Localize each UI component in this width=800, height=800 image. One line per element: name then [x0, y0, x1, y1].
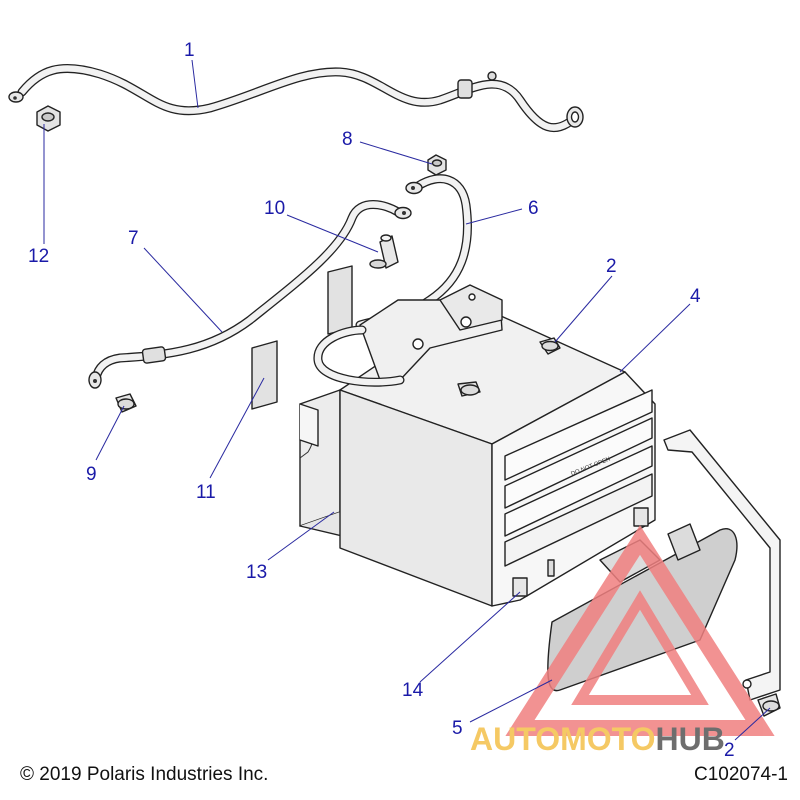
callout-13: 13 [246, 562, 267, 583]
callout-14: 14 [402, 680, 424, 701]
callout-2-top: 2 [606, 256, 617, 277]
part-9-bolt [115, 393, 137, 413]
part-2-bolt-bottom [757, 693, 781, 717]
callout-5: 5 [452, 718, 463, 739]
watermark-text: AUTOMOTOHUB [470, 721, 725, 757]
hold-down-bracket [313, 284, 503, 387]
callout-6: 6 [528, 198, 539, 219]
callout-8: 8 [342, 129, 353, 150]
part-7-cable [88, 200, 412, 389]
part-10-fastener [369, 234, 399, 269]
leader-lines [43, 59, 771, 741]
part-4-battery: DO NOT OPEN [339, 301, 656, 607]
part-12-nut [36, 105, 61, 132]
callout-12: 12 [28, 246, 49, 267]
callout-4: 4 [690, 286, 701, 307]
callout-2-bottom: 2 [724, 740, 735, 761]
callout-11: 11 [196, 482, 216, 503]
callout-10: 10 [264, 198, 285, 219]
figure-id: C102074-1 [693, 764, 788, 785]
callout-7: 7 [128, 228, 139, 249]
watermark-logo: AUTOMOTOHUB [470, 525, 775, 757]
part-2-bolt-center [457, 381, 481, 397]
part-11-pad [251, 265, 353, 410]
callout-1: 1 [184, 40, 195, 61]
side-strap [663, 429, 781, 701]
callout-9: 9 [86, 464, 97, 485]
part-8-nut [427, 154, 447, 176]
callout-labels: 1 2 2 4 5 6 7 8 9 10 11 12 13 14 [28, 40, 735, 761]
copyright-text: © 2019 Polaris Industries Inc. [20, 764, 269, 785]
part-1-cable [8, 63, 584, 133]
